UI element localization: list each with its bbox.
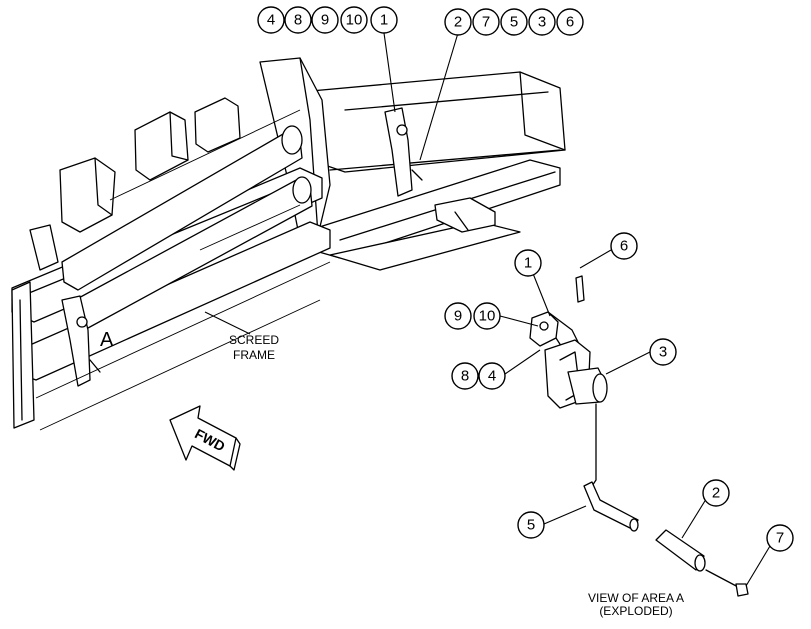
callout-4: 4: [267, 12, 275, 29]
callout-8: 8: [294, 12, 302, 29]
callout-2: 2: [454, 14, 462, 31]
leader-ex-9-10: [499, 315, 539, 327]
callout-group-exploded: 6 1 9 10 3 8 4 2 5 7: [444, 232, 794, 552]
screed-frame-label-line1: SCREED: [229, 333, 279, 347]
leader-ex-5: [543, 505, 587, 525]
leader-ex-7: [745, 545, 771, 587]
view-caption-line1: VIEW OF AREA A: [588, 591, 684, 605]
forward-arrow: FWD: [169, 405, 241, 471]
callout-ex-8: 8: [461, 368, 469, 385]
screed-frame-label-line2: FRAME: [233, 348, 275, 362]
leader-ex-6: [579, 249, 612, 269]
callout-3: 3: [538, 14, 546, 31]
callout-9: 9: [321, 12, 329, 29]
view-caption-line2: (EXPLODED): [599, 604, 672, 618]
area-a-marker: A: [100, 329, 114, 351]
callout-ex-2: 2: [712, 485, 720, 502]
callout-ex-1: 1: [524, 255, 532, 272]
exploded-view-drawing: [529, 275, 749, 597]
callout-ex-5: 5: [527, 517, 535, 534]
callout-ex-6: 6: [620, 238, 628, 255]
leader-ex-2: [681, 495, 709, 539]
callout-ex-7: 7: [776, 530, 784, 547]
leader-ex-3: [605, 351, 651, 375]
callout-group-top-right: 2 7 5 3 6: [444, 8, 584, 36]
callout-ex-3: 3: [659, 344, 667, 361]
screed-frame-drawing: [11, 57, 566, 431]
leader-top-left: [383, 32, 396, 113]
callout-1: 1: [380, 12, 388, 29]
callout-group-top-left: 4 8 9 10 1: [257, 6, 398, 34]
leader-ex-8-4: [504, 349, 541, 375]
callout-ex-4: 4: [488, 368, 496, 385]
callout-5: 5: [510, 14, 518, 31]
leader-top-right: [419, 32, 459, 161]
leader-screed-frame: [204, 311, 251, 335]
callout-10: 10: [346, 12, 363, 29]
callout-6: 6: [566, 14, 574, 31]
callout-ex-9: 9: [454, 308, 462, 325]
callout-ex-10: 10: [479, 308, 496, 325]
callout-7: 7: [482, 14, 490, 31]
